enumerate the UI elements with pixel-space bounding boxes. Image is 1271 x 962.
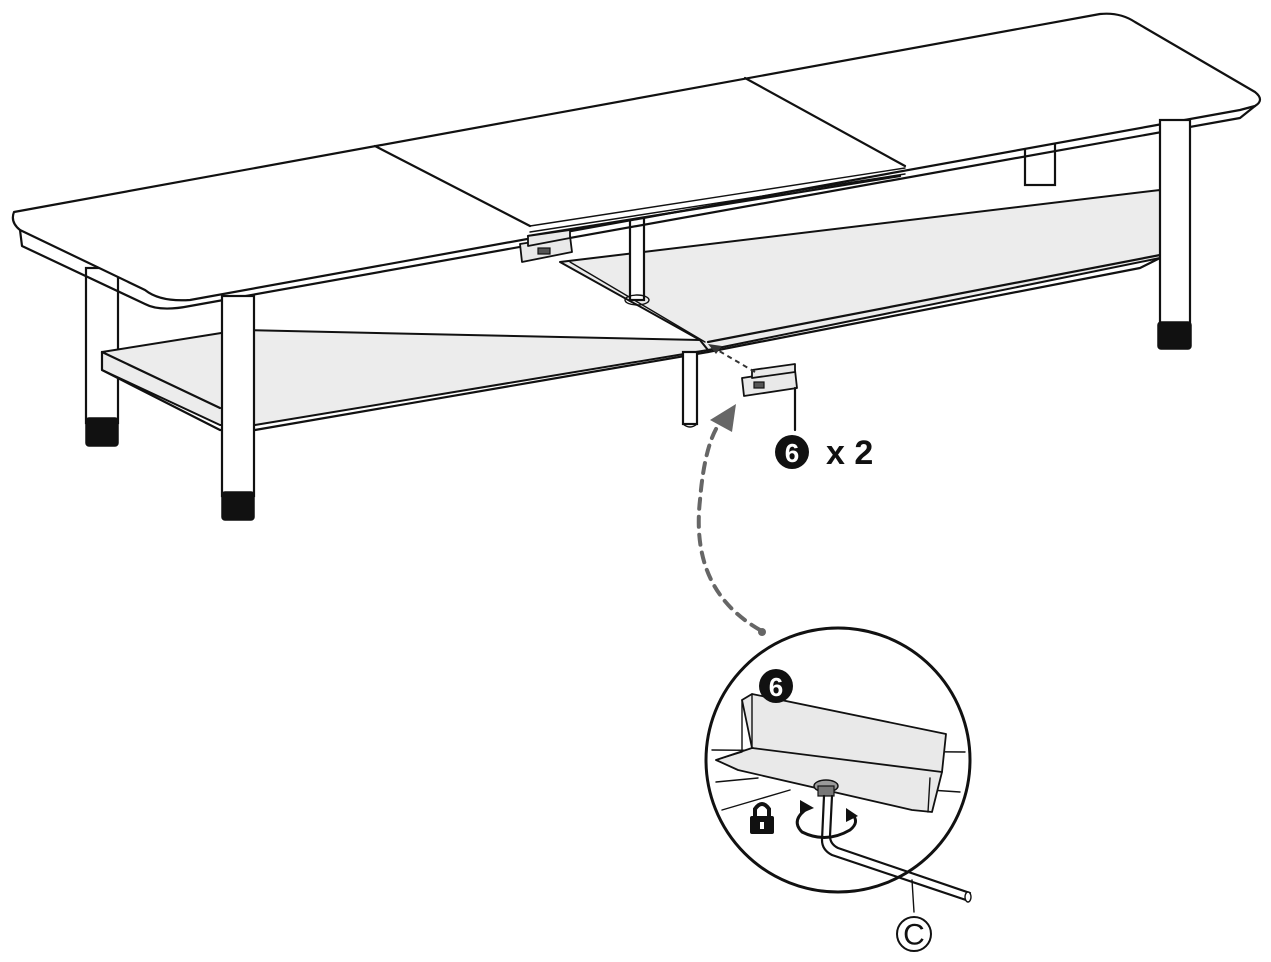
quantity-label: x 2 — [826, 434, 873, 472]
rotate-arrow-icon — [795, 800, 858, 839]
insert-arrow-head — [708, 344, 722, 354]
part-number-label: 6 — [785, 438, 799, 468]
detail-pointer-origin — [758, 628, 766, 636]
detail-part-number-label: 6 — [769, 672, 783, 702]
part-number-badge — [775, 435, 809, 469]
back-left-leg — [84, 266, 120, 447]
tool-letter: C — [903, 919, 925, 952]
detail-view — [704, 626, 972, 913]
front-right-leg — [1157, 118, 1192, 350]
detail-pointer-arrowhead — [710, 404, 736, 432]
part-callout: 6 x 2 — [775, 434, 873, 472]
insert-arrow — [713, 347, 756, 373]
tool-c-label: C — [896, 916, 932, 952]
table-top — [11, 12, 1262, 310]
installed-bracket — [519, 229, 573, 263]
front-left-leg — [220, 294, 256, 521]
detail-part-number-badge — [759, 669, 793, 703]
lock-icon — [750, 802, 774, 834]
center-support-leg-front — [681, 350, 699, 428]
loose-bracket — [741, 363, 798, 397]
detail-pointer-arrow — [696, 418, 762, 632]
